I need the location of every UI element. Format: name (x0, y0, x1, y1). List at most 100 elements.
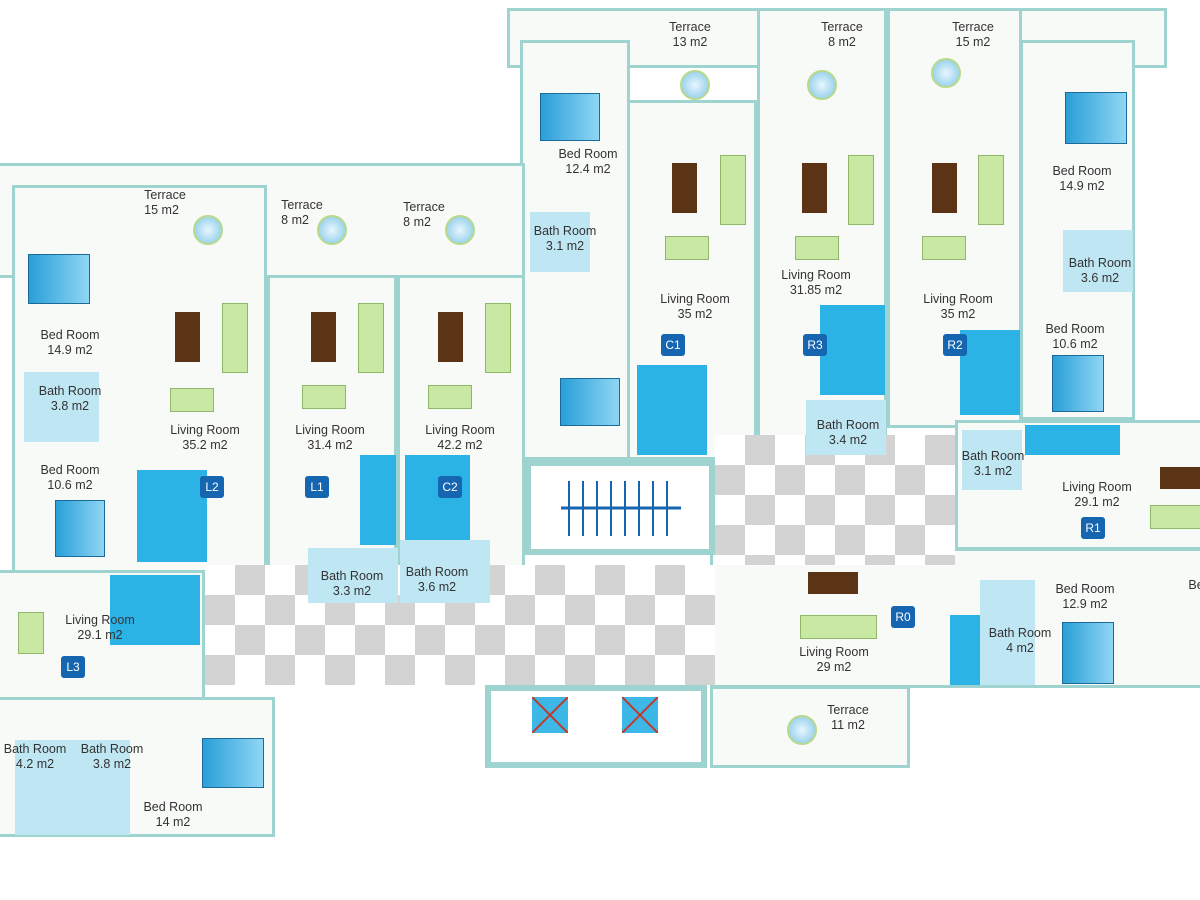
kitchen-counter (637, 365, 707, 455)
kitchen-counter (137, 470, 207, 562)
bathroom-fill (24, 372, 99, 442)
unit-badge-r0[interactable]: R0 (891, 606, 915, 628)
bed-icon (540, 93, 600, 141)
bathroom-fill (1063, 230, 1133, 292)
kitchen-counter (360, 455, 396, 545)
coffee-table (932, 163, 957, 213)
unit-badge-l2[interactable]: L2 (200, 476, 224, 498)
sofa-icon (358, 303, 384, 373)
kitchen-counter (820, 305, 885, 395)
sofa-icon (720, 155, 746, 225)
unit-badge-l1[interactable]: L1 (305, 476, 329, 498)
sofa-icon (222, 303, 248, 373)
terrace-table-icon (317, 215, 347, 245)
bathroom-fill (15, 740, 130, 835)
bed-icon (1052, 355, 1104, 412)
sofa-icon (978, 155, 1004, 225)
sofa-icon (485, 303, 511, 373)
terrace-table-icon (445, 215, 475, 245)
bedroom-label: Be (1188, 578, 1200, 592)
unit-badge-r3[interactable]: R3 (803, 334, 827, 356)
bathroom-fill (962, 430, 1022, 490)
unit-badge-r2[interactable]: R2 (943, 334, 967, 356)
coffee-table (1160, 467, 1200, 489)
elevator-shaft (485, 685, 707, 768)
kitchen-counter (110, 575, 200, 645)
sofa-icon (18, 612, 44, 654)
bed-icon (560, 378, 620, 426)
unit-badge-r1[interactable]: R1 (1081, 517, 1105, 539)
kitchen-counter (1025, 425, 1120, 455)
coffee-table (175, 312, 200, 362)
sofa-icon (428, 385, 472, 409)
terrace-table-icon (193, 215, 223, 245)
unit-badge-c2[interactable]: C2 (438, 476, 462, 498)
sofa-icon (800, 615, 877, 639)
corridor-floor-upper (715, 435, 955, 565)
corridor-floor (205, 565, 715, 685)
elevator-icon (621, 696, 659, 734)
bed-icon (28, 254, 90, 304)
coffee-table (802, 163, 827, 213)
sofa-icon (1150, 505, 1200, 529)
stairs-icon (561, 481, 681, 536)
sofa-icon (302, 385, 346, 409)
kitchen-counter (950, 615, 980, 685)
terrace-table-icon (807, 70, 837, 100)
terrace-table-icon (931, 58, 961, 88)
bed-icon (55, 500, 105, 557)
bathroom-fill (980, 580, 1035, 685)
sofa-icon (795, 236, 839, 260)
unit-badge-l3[interactable]: L3 (61, 656, 85, 678)
elevator-icon (531, 696, 569, 734)
kitchen-counter (960, 330, 1020, 415)
bathroom-fill (400, 540, 490, 603)
coffee-table (311, 312, 336, 362)
coffee-table (438, 312, 463, 362)
bed-icon (1065, 92, 1127, 144)
coffee-table (808, 572, 858, 594)
terrace-table-icon (680, 70, 710, 100)
sofa-icon (922, 236, 966, 260)
coffee-table (672, 163, 697, 213)
unit-badge-c1[interactable]: C1 (661, 334, 685, 356)
sofa-icon (665, 236, 709, 260)
bed-icon (202, 738, 264, 788)
sofa-icon (170, 388, 214, 412)
bed-icon (1062, 622, 1114, 684)
sofa-icon (848, 155, 874, 225)
stairwell (525, 460, 715, 555)
